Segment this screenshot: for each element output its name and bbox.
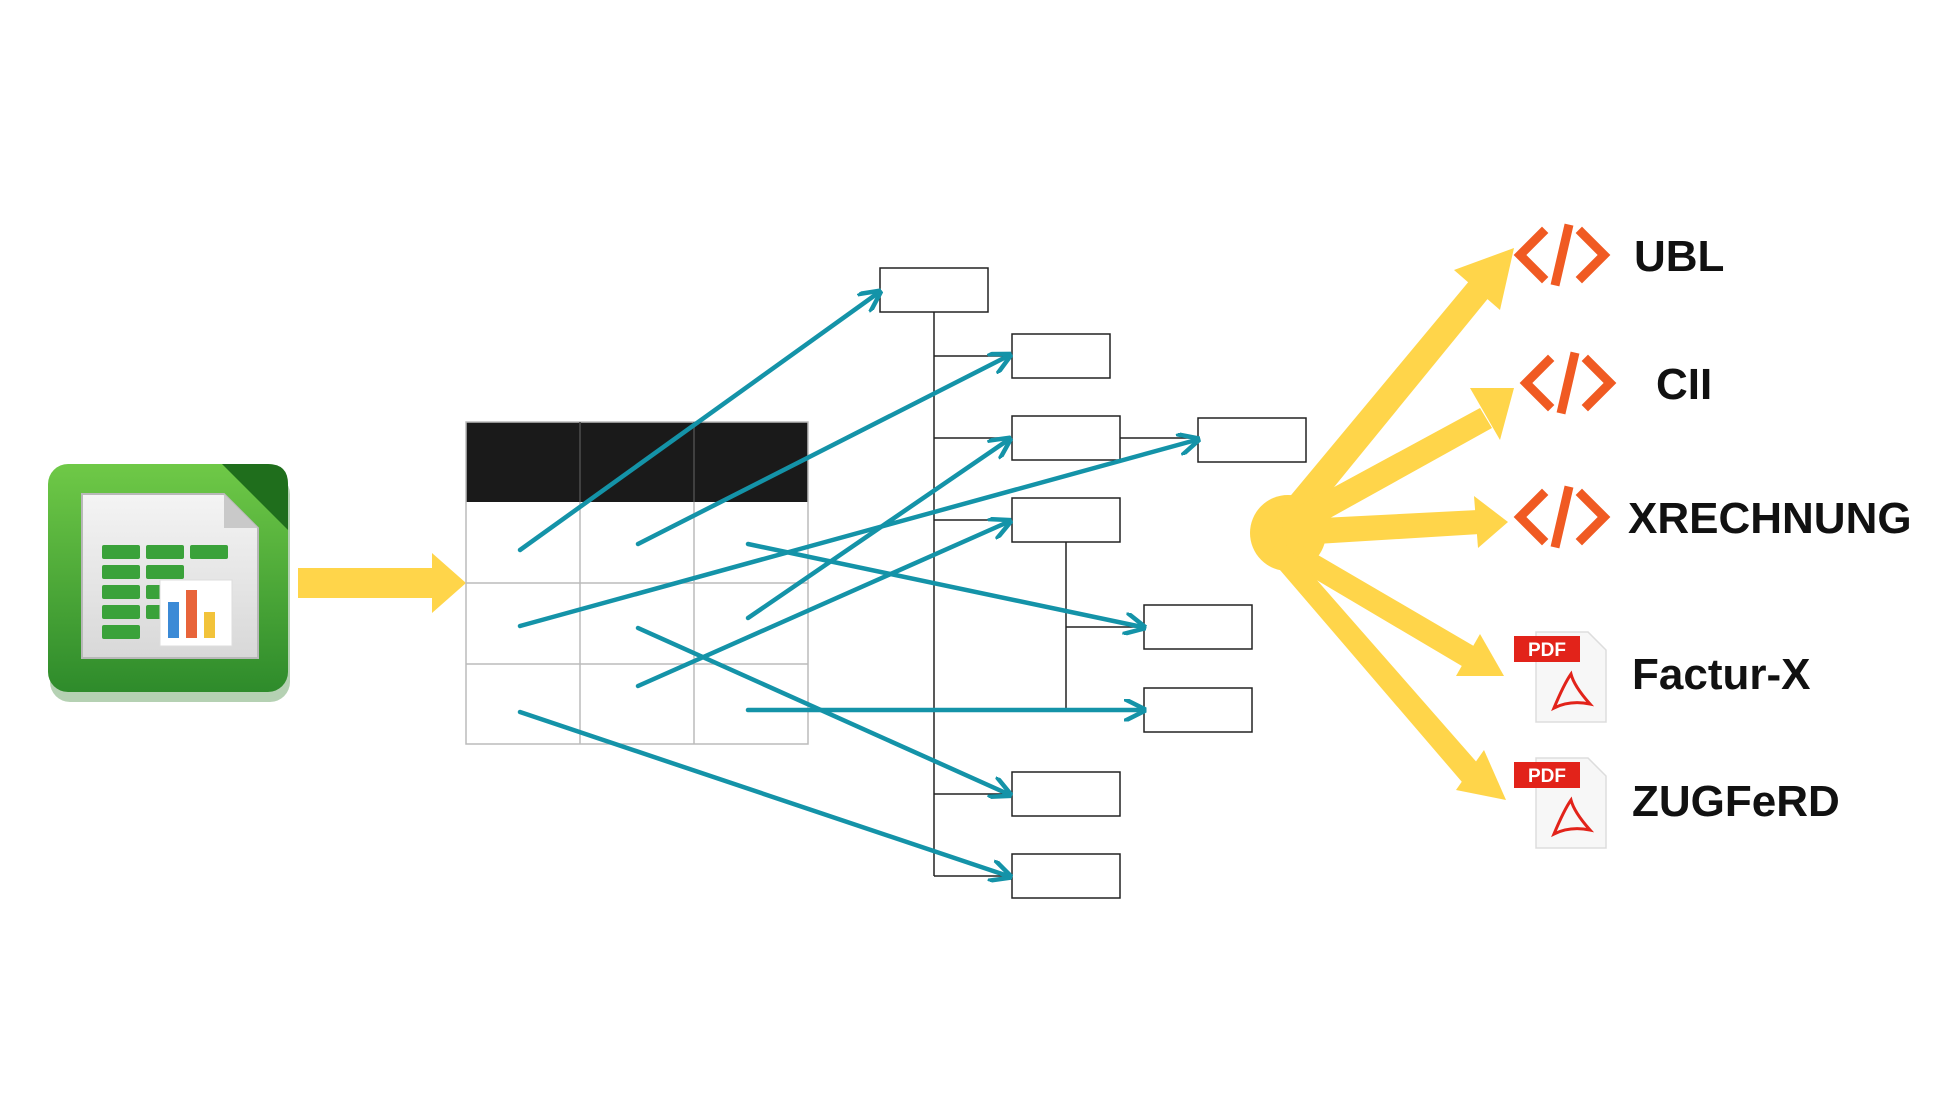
mapping-arrows bbox=[517, 293, 1196, 876]
format-item: PDF ZUGFeRD bbox=[1514, 757, 1840, 849]
mapping-arrow bbox=[635, 356, 1008, 547]
format-item: CII bbox=[1519, 351, 1712, 415]
spreadsheet-icon bbox=[48, 464, 290, 702]
source-table bbox=[465, 421, 809, 745]
output-fan bbox=[1250, 248, 1514, 800]
format-label: UBL bbox=[1634, 232, 1724, 281]
tree-node bbox=[879, 267, 989, 313]
format-label: ZUGFeRD bbox=[1632, 777, 1840, 826]
pdf-icon: PDF bbox=[1514, 757, 1607, 849]
tree-node bbox=[1143, 604, 1253, 650]
tree-node bbox=[1011, 415, 1121, 461]
mapping-arrow bbox=[745, 541, 1142, 627]
tree-node bbox=[1197, 417, 1307, 463]
format-item: PDF Factur-X bbox=[1514, 631, 1810, 723]
format-item: XRECHNUNG bbox=[1513, 485, 1912, 549]
format-label: CII bbox=[1656, 360, 1712, 409]
format-item: UBL bbox=[1513, 223, 1724, 287]
code-icon bbox=[1513, 485, 1611, 549]
format-label: XRECHNUNG bbox=[1628, 494, 1912, 543]
tree-node bbox=[1011, 853, 1121, 899]
format-label: Factur-X bbox=[1632, 650, 1810, 699]
code-icon bbox=[1513, 223, 1611, 287]
tree-node bbox=[1011, 497, 1121, 543]
pdf-badge-label: PDF bbox=[1528, 766, 1566, 787]
code-icon bbox=[1519, 351, 1617, 415]
target-tree bbox=[879, 267, 1307, 899]
pdf-badge-label: PDF bbox=[1528, 640, 1566, 661]
input-flow-arrow bbox=[298, 553, 466, 613]
pdf-icon: PDF bbox=[1514, 631, 1607, 723]
tree-node bbox=[1011, 771, 1121, 817]
output-formats: UBL CII XRECHNUNG PDF Factur-X PDF ZUGFeRD bbox=[1513, 223, 1912, 849]
mapping-arrow bbox=[745, 440, 1008, 621]
mapping-arrow bbox=[517, 440, 1196, 629]
tree-node bbox=[1143, 687, 1253, 733]
mapping-arrow bbox=[517, 709, 1008, 876]
mapping-arrow bbox=[635, 625, 1008, 794]
mapping-arrow bbox=[635, 522, 1008, 689]
mapping-arrow bbox=[517, 293, 878, 553]
tree-node bbox=[1011, 333, 1111, 379]
